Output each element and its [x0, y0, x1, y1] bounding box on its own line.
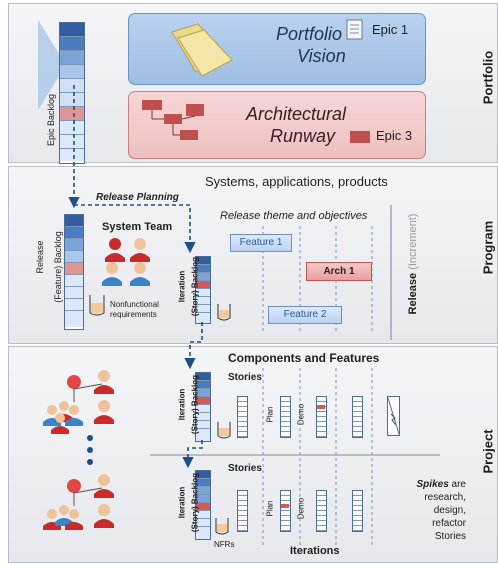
team1-iteration-backlog-stack — [195, 372, 211, 442]
epic3-label: Epic 3 — [376, 128, 413, 143]
team1-people-icon — [43, 370, 114, 434]
nfrs-label: NFRs — [214, 540, 235, 549]
runway-title-line2: Runway — [270, 126, 336, 146]
release-theme-label: Release theme and objectives — [220, 210, 368, 222]
team1-sprint4-stack — [352, 396, 363, 438]
arch1-box: Arch 1 — [306, 262, 372, 281]
program-header: Systems, applications, products — [205, 174, 388, 189]
team2-sprint2-red-story — [281, 504, 289, 508]
team1-spike-icon — [387, 396, 400, 436]
more-teams-dots-icon — [87, 435, 93, 465]
team1-sprint3-stack — [316, 396, 327, 438]
team1-sprint1-stack — [237, 396, 248, 438]
system-team-people-icon — [102, 238, 150, 286]
program-nfr-jar-icon — [217, 304, 231, 321]
team-separator-line — [150, 454, 440, 456]
spikes-line4: refactor — [432, 518, 466, 529]
spikes-line3: design, — [433, 505, 466, 516]
stories2-label: Stories — [228, 463, 262, 474]
release-boundary-line — [390, 205, 392, 340]
spikes-line2: research, — [424, 492, 466, 503]
team2-sprint4-stack — [352, 490, 363, 532]
team2-sprint1-stack — [237, 490, 248, 532]
runway-title-line1: Architectural — [246, 104, 347, 124]
team1-sprint2-stack — [280, 396, 291, 438]
release-backlog-stack — [64, 214, 84, 330]
system-team-label: System Team — [102, 221, 173, 233]
nonfunctional-line1: Nonfunctional — [110, 300, 159, 309]
nonfunctional-line2: requirements — [110, 310, 157, 319]
team1-nfr-jar-icon — [217, 422, 231, 439]
architecture-blocks-icon — [142, 100, 204, 140]
architectural-runway-box — [128, 91, 426, 159]
folder-icon — [171, 23, 233, 77]
project-iteration-dividers — [262, 368, 373, 548]
team2-nfr-jar-icon — [215, 518, 229, 535]
team1-sprint3-red-story — [317, 405, 325, 409]
document-icon — [346, 19, 363, 40]
nfr-jar-icon — [89, 295, 105, 316]
program-band — [8, 166, 498, 344]
team2-iteration-backlog-stack — [195, 470, 211, 540]
feature2-box: Feature 2 — [268, 306, 342, 324]
team2-people-icon — [43, 474, 114, 530]
vision-title-line2: Vision — [297, 46, 346, 66]
portfolio-vision-box — [128, 13, 426, 85]
release-planning-label: Release Planning — [96, 192, 179, 203]
spikes-are: are — [448, 479, 466, 490]
epic-backlog-stack — [59, 22, 85, 164]
spikes-line5: Stories — [434, 531, 466, 542]
program-iteration-backlog-stack — [195, 256, 211, 324]
spikes-note: Spikes are research, design, refactor St… — [412, 478, 466, 543]
portfolio-pointer-icon — [38, 20, 66, 110]
feature1-box: Feature 1 — [230, 234, 292, 252]
team2-sprint2-stack — [280, 490, 291, 532]
team2-sprint3-stack — [316, 490, 327, 532]
epic1-label: Epic 1 — [372, 22, 409, 37]
vision-title-line1: Portfolio — [276, 24, 343, 44]
epic3-swatch — [350, 131, 370, 143]
stories1-label: Stories — [228, 372, 262, 383]
project-header: Components and Features — [228, 351, 380, 365]
spikes-word: Spikes — [416, 479, 449, 490]
iterations-label: Iterations — [290, 545, 340, 557]
